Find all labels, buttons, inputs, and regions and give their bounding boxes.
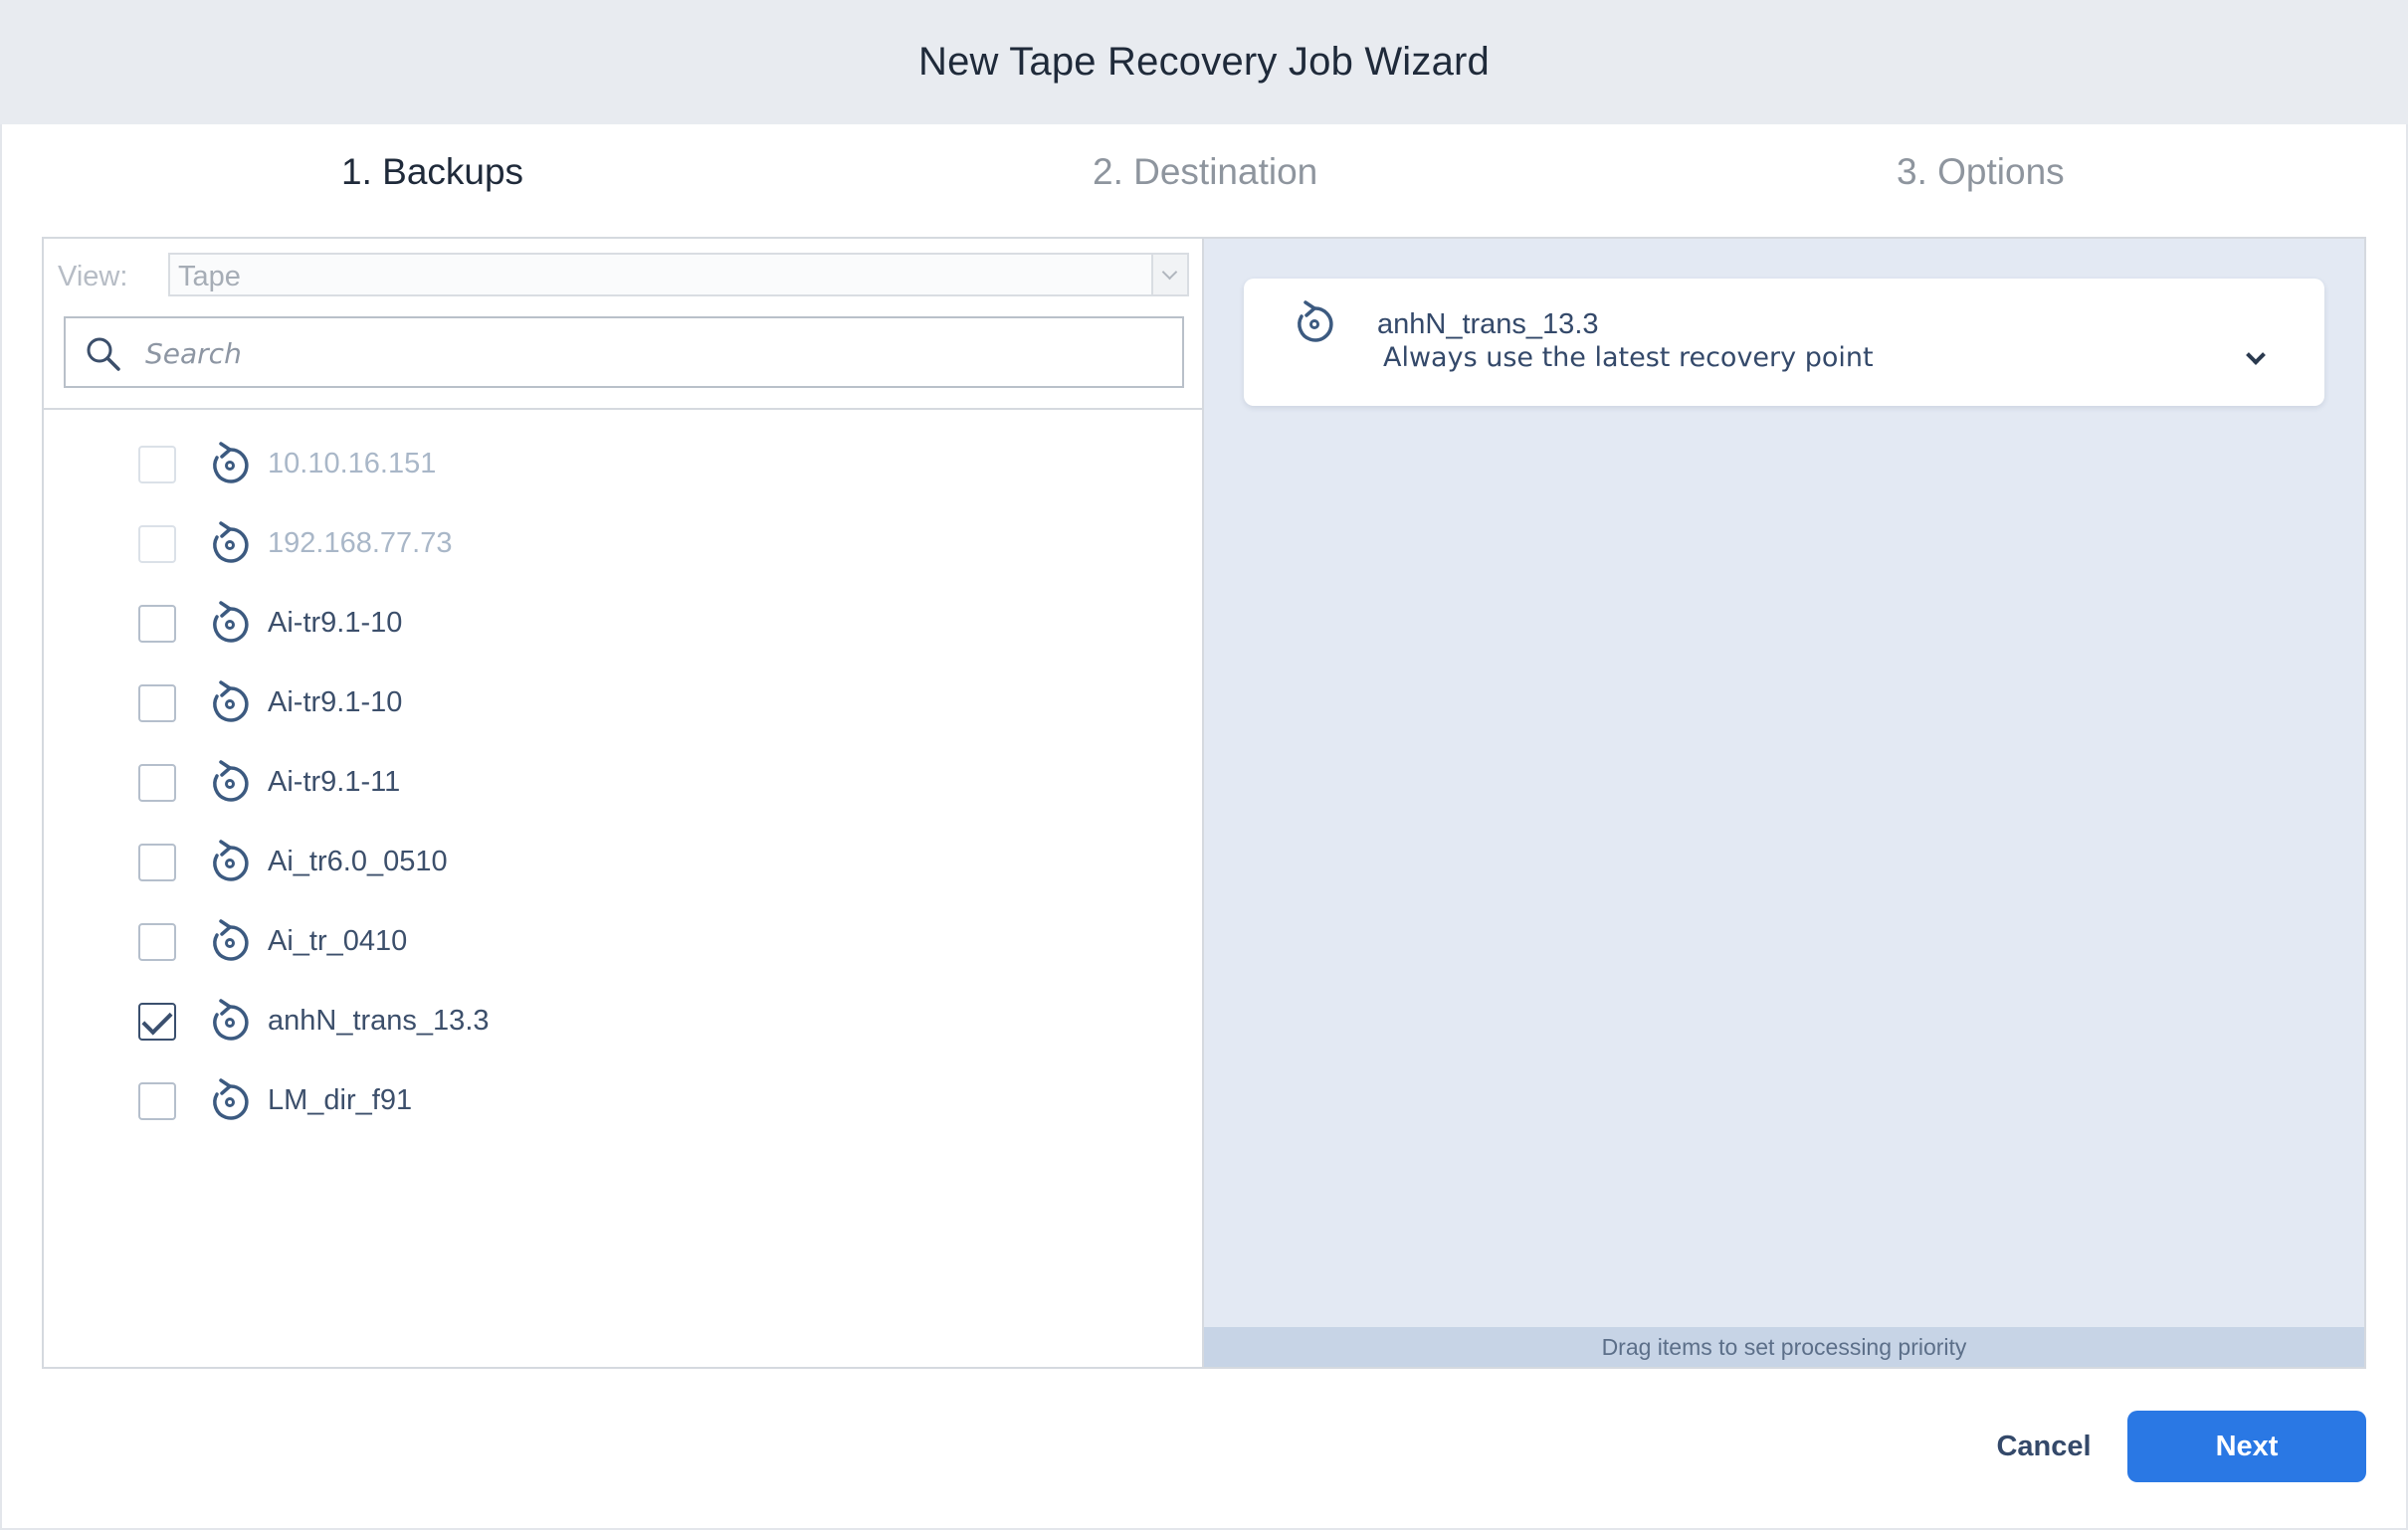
next-button[interactable]: Next [2127, 1411, 2366, 1482]
selected-item-name: anhN_trans_13.3 [1377, 308, 1599, 340]
item-checkbox[interactable] [138, 525, 176, 563]
backup-recovery-icon [213, 919, 249, 961]
tree-item-label: Ai_tr6.0_0510 [268, 846, 448, 877]
priority-hint-bar: Drag items to set processing priority [1204, 1327, 2364, 1367]
view-select[interactable]: Tape [168, 253, 1189, 296]
item-checkbox[interactable] [138, 1003, 176, 1041]
view-label: View: [58, 261, 128, 292]
search-icon [87, 337, 120, 371]
step-options[interactable]: 3. Options [1897, 151, 2065, 192]
tree-item-label: Ai_tr_0410 [268, 925, 408, 957]
step-destination[interactable]: 2. Destination [1093, 151, 1318, 192]
tree-item[interactable]: Ai_tr_0410 [44, 905, 1204, 985]
priority-hint-text: Drag items to set processing priority [1601, 1333, 1967, 1360]
selected-item-card[interactable]: anhN_trans_13.3 Always use the latest re… [1244, 279, 2324, 406]
cancel-button[interactable]: Cancel [1996, 1430, 2092, 1462]
divider [44, 408, 1204, 410]
wizard-steps: 1. Backups 2. Destination 3. Options [0, 151, 2408, 211]
backup-recovery-icon [213, 680, 249, 722]
tree-item-label: Ai-tr9.1-10 [268, 607, 403, 639]
backup-recovery-icon [213, 601, 249, 643]
wizard-frame [0, 124, 2408, 1530]
item-checkbox[interactable] [138, 684, 176, 722]
tree-item-label: Ai-tr9.1-10 [268, 686, 403, 718]
chevron-down-icon[interactable] [2246, 345, 2266, 365]
item-checkbox[interactable] [138, 923, 176, 961]
tree-item[interactable]: Ai-tr9.1-10 [44, 587, 1204, 667]
tree-item[interactable]: Ai-tr9.1-10 [44, 667, 1204, 746]
tree-item-label: LM_dir_f91 [268, 1084, 413, 1116]
tree-item[interactable]: LM_dir_f91 [44, 1064, 1204, 1144]
tree-item-label: anhN_trans_13.3 [268, 1005, 490, 1037]
search-box [64, 316, 1184, 388]
tree-item-label: 10.10.16.151 [268, 448, 437, 479]
backup-recovery-icon [213, 1078, 249, 1120]
tree-item[interactable]: anhN_trans_13.3 [44, 985, 1204, 1064]
item-checkbox[interactable] [138, 605, 176, 643]
tree-item[interactable]: 192.168.77.73 [44, 507, 1204, 587]
chevron-down-icon[interactable] [1151, 255, 1187, 294]
backup-recovery-icon [213, 521, 249, 563]
backup-recovery-icon [213, 442, 249, 483]
step-backups[interactable]: 1. Backups [341, 151, 524, 192]
backup-recovery-icon [213, 760, 249, 802]
tree-item[interactable]: Ai-tr9.1-11 [44, 746, 1204, 826]
window-title: New Tape Recovery Job Wizard [918, 40, 1490, 84]
tree-item-label: 192.168.77.73 [268, 527, 453, 559]
backups-list-pane: View: Tape 10.10.16.151 192.168.77.73Ai-t… [42, 237, 1204, 1369]
item-checkbox[interactable] [138, 1082, 176, 1120]
item-checkbox[interactable] [138, 844, 176, 881]
backup-recovery-icon [1298, 300, 1333, 342]
view-select-value: Tape [178, 261, 241, 292]
selected-items-pane: anhN_trans_13.3 Always use the latest re… [1202, 237, 2366, 1369]
backup-recovery-icon [213, 999, 249, 1041]
tree-item[interactable]: Ai_tr6.0_0510 [44, 826, 1204, 905]
recovery-point-select[interactable]: Always use the latest recovery point [1383, 342, 1874, 373]
search-input[interactable] [145, 328, 1160, 378]
tree-item[interactable]: 10.10.16.151 [44, 428, 1204, 507]
item-checkbox[interactable] [138, 764, 176, 802]
view-row: View: Tape [44, 253, 1204, 298]
title-bar: New Tape Recovery Job Wizard [0, 0, 2408, 124]
backup-recovery-icon [213, 840, 249, 881]
item-checkbox[interactable] [138, 446, 176, 483]
tree-item-label: Ai-tr9.1-11 [268, 766, 401, 798]
